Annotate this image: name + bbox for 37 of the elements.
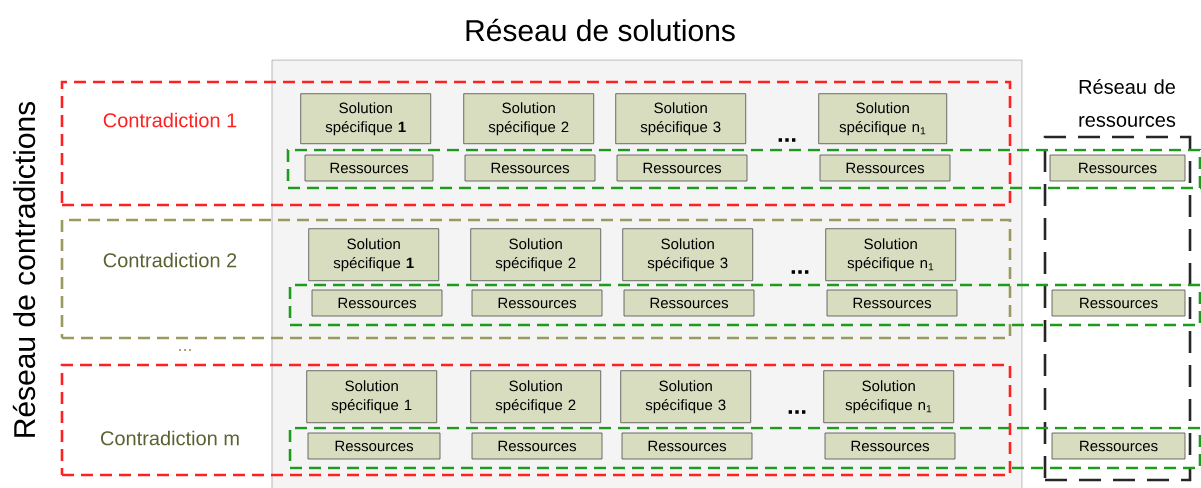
resource-box: Ressources	[621, 432, 753, 460]
resource-box: Ressources	[471, 289, 603, 317]
solution-box: Solution spécifique 1	[306, 370, 438, 424]
resource-box: Ressources	[464, 154, 596, 182]
resource-box: Ressources	[819, 154, 951, 182]
solution-box: Solution spécifique 2	[463, 93, 595, 145]
ellipsis: ...	[778, 138, 796, 142]
axis-title: Réseau de contradictions	[12, 101, 36, 437]
resource-box: Ressources	[616, 154, 748, 182]
resource-box: Ressources	[311, 289, 443, 317]
dashed-frame	[288, 283, 1201, 327]
title: Réseau de solutions	[466, 18, 735, 42]
solution-box: Solution spécifique 3	[622, 228, 754, 282]
resource-box: Ressources	[824, 432, 956, 460]
resource-box: Ressources	[623, 289, 755, 317]
resource-box: Ressources	[304, 154, 434, 182]
resource-box: Ressources	[826, 289, 958, 317]
solution-box: Solution spécifique 3	[620, 370, 752, 424]
dashed-frame	[286, 148, 1201, 190]
dashed-frame	[288, 426, 1201, 470]
solution-box: Solution spécifique 1	[300, 93, 432, 145]
resource-box: Ressources	[307, 432, 441, 460]
ellipsis: ...	[179, 349, 191, 351]
node-label: Réseau de ressources	[1079, 79, 1176, 127]
resource-box: Ressources	[1049, 154, 1186, 182]
solution-box: Solution spécifique 2	[470, 228, 602, 282]
solution-box: Solution spécifique 2	[470, 370, 602, 424]
solution-box: Solution spécifique n$_{1}$	[823, 370, 955, 424]
resource-box: Ressources	[1051, 432, 1186, 460]
solution-box: Solution spécifique 1	[308, 228, 440, 282]
resource-box: Ressources	[471, 432, 603, 460]
ellipsis: ...	[788, 410, 806, 414]
resource-box: Ressources	[1051, 289, 1186, 317]
solution-box: Solution spécifique n$_{1}$	[818, 93, 948, 145]
solution-box: Solution spécifique 3	[615, 93, 747, 145]
ellipsis: ...	[791, 270, 809, 274]
solution-box: Solution spécifique n$_{1}$	[825, 228, 957, 282]
